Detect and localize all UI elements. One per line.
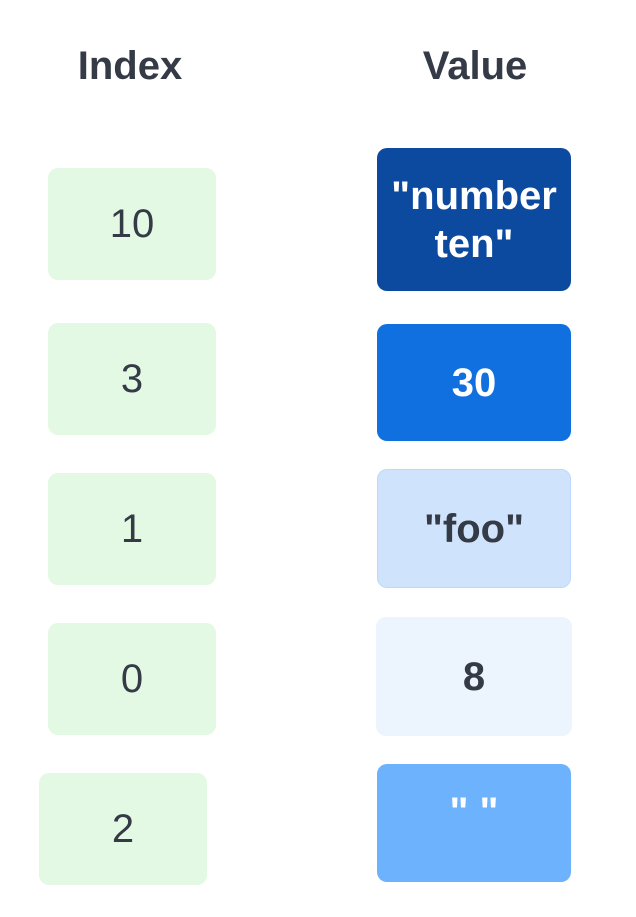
index-cell-row-5: 2 (39, 773, 207, 885)
value-text: " " (449, 790, 499, 834)
value-text: 8 (462, 654, 486, 699)
index-cell-row-1: 10 (48, 168, 216, 280)
value-text: "foo" (423, 506, 525, 551)
value-column-header: Value (422, 44, 528, 88)
index-column-header: Index (77, 44, 183, 88)
index-cell-row-3: 1 (48, 473, 216, 585)
value-text: 30 (451, 360, 497, 405)
index-cell-row-4: 0 (48, 623, 216, 735)
value-text-line-2: ten" (434, 221, 514, 266)
value-cell-row-5: " " (377, 764, 571, 882)
value-cell-row-4: 8 (376, 617, 572, 736)
value-text-line-1: "number (391, 173, 557, 218)
value-cell-row-2: 30 (377, 324, 571, 441)
value-cell-row-1: "number ten" (377, 148, 571, 291)
index-cell-row-2: 3 (48, 323, 216, 435)
value-cell-row-3: "foo" (377, 469, 571, 588)
